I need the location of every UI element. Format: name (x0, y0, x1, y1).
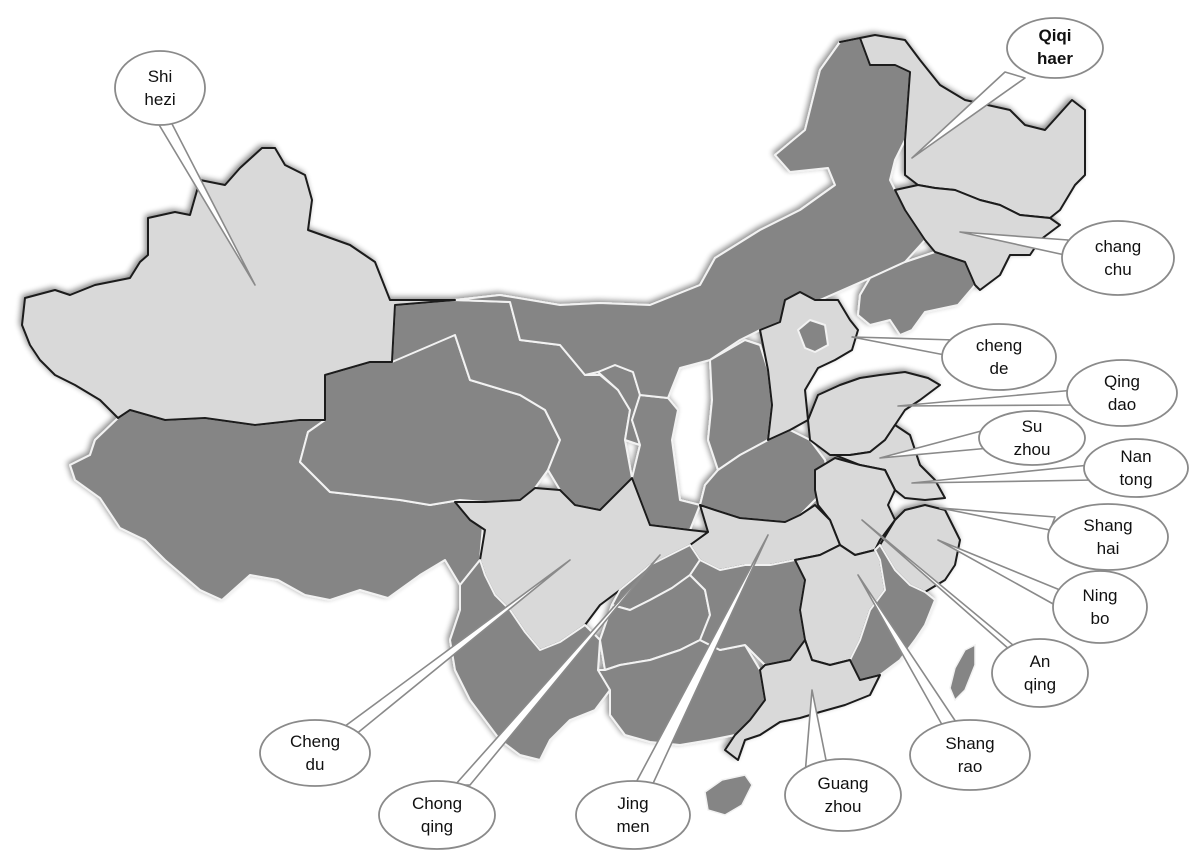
bubble-jingmen (575, 780, 691, 850)
province-beijing (797, 319, 829, 353)
bubble-guangzhou (784, 758, 902, 832)
province-yunnan (449, 559, 611, 761)
island-hainan (704, 774, 753, 816)
bubble-qiqihaer (1006, 17, 1104, 79)
island-taiwan (949, 643, 976, 702)
bubble-chengdu (259, 719, 371, 787)
province-shandong (807, 371, 941, 456)
province-inner-mongolia (454, 37, 926, 399)
bubble-shangrao (909, 719, 1031, 791)
callout-tails (154, 71, 1096, 791)
bubble-ningbo (1052, 570, 1148, 644)
province-xinjiang (21, 147, 456, 426)
bubble-qingdao (1066, 359, 1178, 427)
bubble-changchu (1061, 220, 1175, 296)
bubble-suzhou (978, 410, 1086, 466)
callout-bubbles (114, 17, 1189, 850)
province-shaanxi (631, 394, 701, 531)
province-heilongjiang (839, 34, 1086, 219)
bubble-anqing (991, 638, 1089, 708)
bubble-shangai (1047, 503, 1169, 571)
bubble-shihezi (114, 50, 206, 126)
bubble-chengde (941, 323, 1057, 391)
province-hebei (759, 291, 859, 441)
bubble-chongqing (378, 780, 496, 850)
bubble-nantong (1083, 438, 1189, 498)
